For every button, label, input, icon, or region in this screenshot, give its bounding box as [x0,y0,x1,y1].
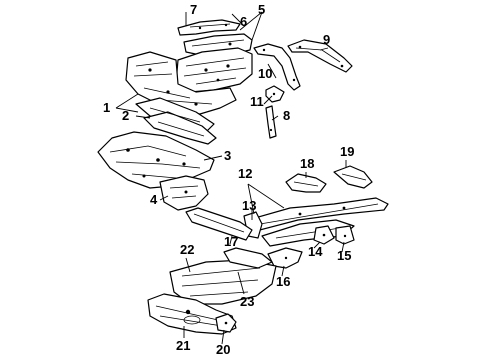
part-8-strap [265,105,277,139]
callout-4: 4 [150,192,158,207]
callout-6: 6 [240,14,247,29]
callout-18: 18 [300,156,314,171]
part-5-rear-floor [175,47,253,93]
callout-20: 20 [216,342,230,357]
callout-23: 23 [240,294,254,309]
part-7-bracket [177,19,241,36]
callout-2: 2 [122,108,129,123]
part-20-bracket [215,313,237,333]
leader-lines [115,11,347,345]
part-9-brace [287,39,353,73]
callout-13: 13 [242,198,256,213]
callout-8: 8 [283,108,290,123]
callout-10: 10 [258,66,272,81]
callout-17: 17 [224,234,238,249]
callout-labels: 1 2 3 4 5 6 7 8 9 10 11 12 13 14 15 16 1… [103,2,354,357]
part-10-bracket [253,43,301,91]
part-15-bracket [335,225,355,245]
part-19-bracket [333,165,373,189]
part-1-rear-floor-assembly [125,51,237,115]
part-14-bracket [313,225,335,245]
callout-15: 15 [337,248,351,263]
callout-5: 5 [258,2,265,17]
part-23-floor-plate [223,247,273,269]
callout-19: 19 [340,144,354,159]
part-3-front-floor-pan [97,131,215,189]
part-21-lower-pan [147,293,237,335]
callout-22: 22 [180,242,194,257]
callout-7: 7 [190,2,197,17]
callout-3: 3 [224,148,231,163]
part-18-bracket [285,173,327,193]
callout-1: 1 [103,100,110,115]
callout-16: 16 [276,274,290,289]
callout-21: 21 [176,338,190,353]
callout-11: 11 [250,94,264,109]
part-4-floor-crossmember [159,175,209,211]
part-17-crossmember [185,207,253,241]
callout-12: 12 [238,166,252,181]
part-2-side-members [135,97,217,145]
callout-14: 14 [308,244,323,259]
callout-9: 9 [323,32,330,47]
